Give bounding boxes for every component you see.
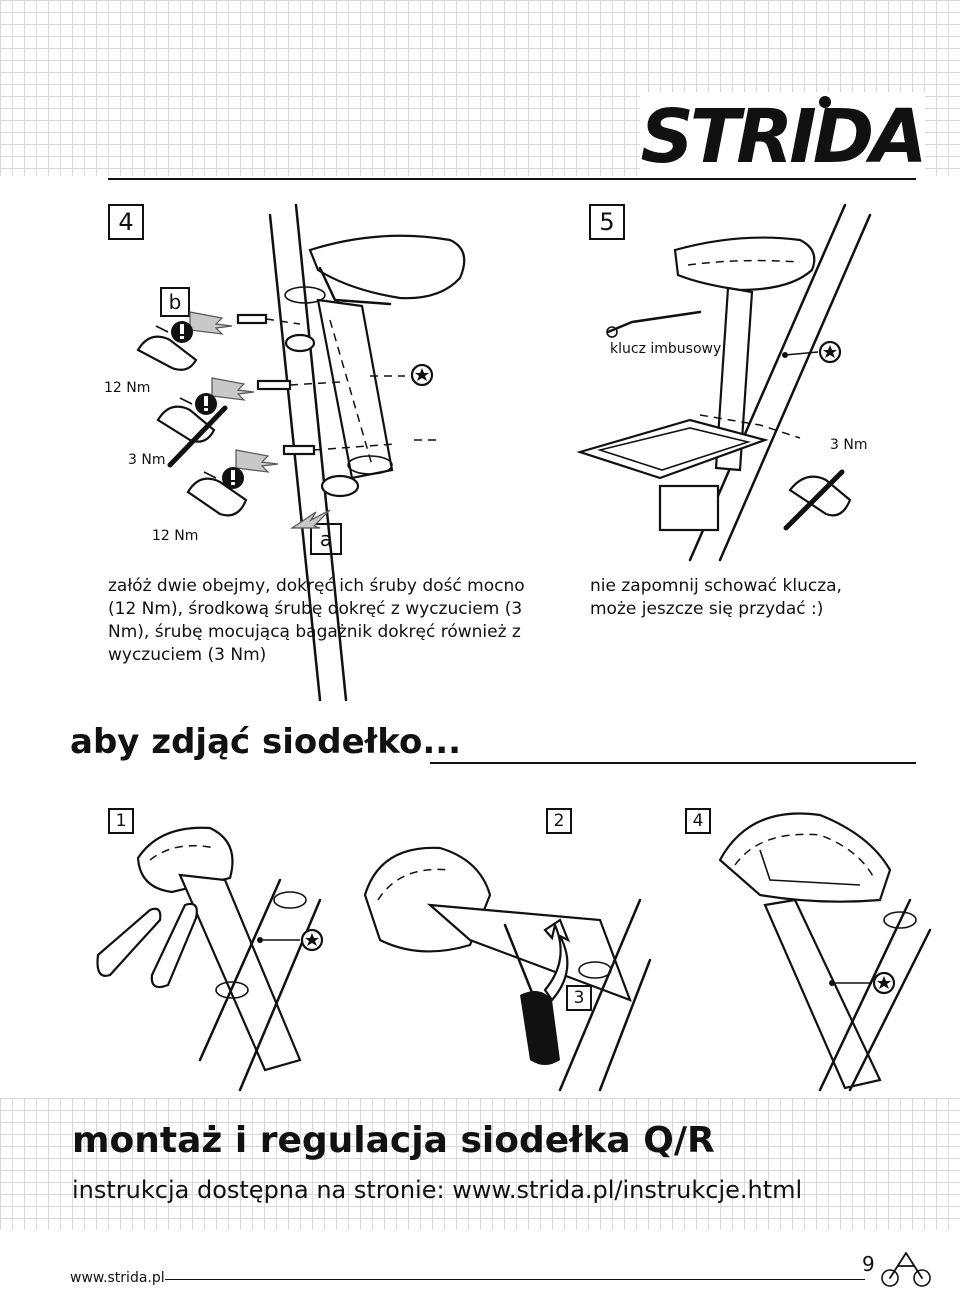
footer-rule bbox=[165, 1279, 865, 1280]
footer-website: www.strida.pl bbox=[70, 1270, 165, 1286]
footer-banner: montaż i regulacja siodełka Q/R instrukc… bbox=[0, 1098, 960, 1230]
removal-step1-box: 1 bbox=[108, 808, 134, 834]
header-grid-background bbox=[0, 0, 960, 176]
top-divider bbox=[108, 178, 916, 180]
step4-torque-top: 12 Nm bbox=[104, 380, 151, 396]
star-marker-icon bbox=[410, 363, 434, 387]
step4-label-b: b bbox=[168, 290, 182, 314]
banner-subtitle: instrukcja dostępna na stronie: www.stri… bbox=[72, 1176, 803, 1204]
logo-wordmark: STRIDA bbox=[641, 94, 924, 180]
removal-step1-number: 1 bbox=[115, 811, 127, 831]
step5-tool-label: klucz imbusowy bbox=[610, 341, 722, 357]
step5-caption: nie zapomnij schować klucza, może jeszcz… bbox=[590, 576, 842, 619]
open-wrench-icon-2 bbox=[150, 902, 198, 989]
saddle-removal-heading: aby zdjąć siodełko... bbox=[70, 722, 462, 762]
strida-logo: STRIDA bbox=[640, 92, 928, 180]
removal4-star-marker-icon bbox=[872, 971, 896, 995]
open-wrench-icon bbox=[96, 907, 162, 977]
logo-mark: STRIDA bbox=[641, 94, 928, 180]
step4-label-b-box: b bbox=[160, 287, 190, 317]
step4-bolt-middle bbox=[211, 375, 405, 401]
step4-caption: załóż dwie obejmy, dokręć ich śruby dość… bbox=[108, 576, 525, 665]
step4-bolt-bottom bbox=[235, 439, 440, 473]
step4-bolt-top bbox=[189, 311, 301, 335]
bicycle-icon bbox=[881, 1252, 931, 1287]
step5-star-marker-icon bbox=[818, 340, 842, 364]
removal-step3-number: 3 bbox=[573, 988, 585, 1008]
removal-step3-box: 3 bbox=[566, 985, 592, 1011]
section-divider bbox=[430, 762, 916, 764]
removal-step4-box: 4 bbox=[685, 808, 711, 834]
step4-number-box: 4 bbox=[108, 204, 144, 240]
removal-step4-number: 4 bbox=[692, 811, 704, 831]
step5-number: 5 bbox=[599, 208, 615, 236]
banner-title: montaż i regulacja siodełka Q/R bbox=[72, 1120, 715, 1161]
removal-step2-number: 2 bbox=[553, 811, 565, 831]
step5-wrench-arm-icon bbox=[783, 469, 852, 531]
step4-number: 4 bbox=[118, 208, 134, 236]
step5-torque: 3 Nm bbox=[830, 437, 868, 453]
warning-icon bbox=[171, 321, 244, 489]
step5-number-box: 5 bbox=[589, 204, 625, 240]
removal1-star-marker-icon bbox=[300, 928, 324, 952]
page-number: 9 bbox=[862, 1252, 875, 1276]
step4-torque-bottom: 12 Nm bbox=[152, 528, 199, 544]
removal-step2-box: 2 bbox=[546, 808, 572, 834]
step4-torque-middle: 3 Nm bbox=[128, 452, 166, 468]
